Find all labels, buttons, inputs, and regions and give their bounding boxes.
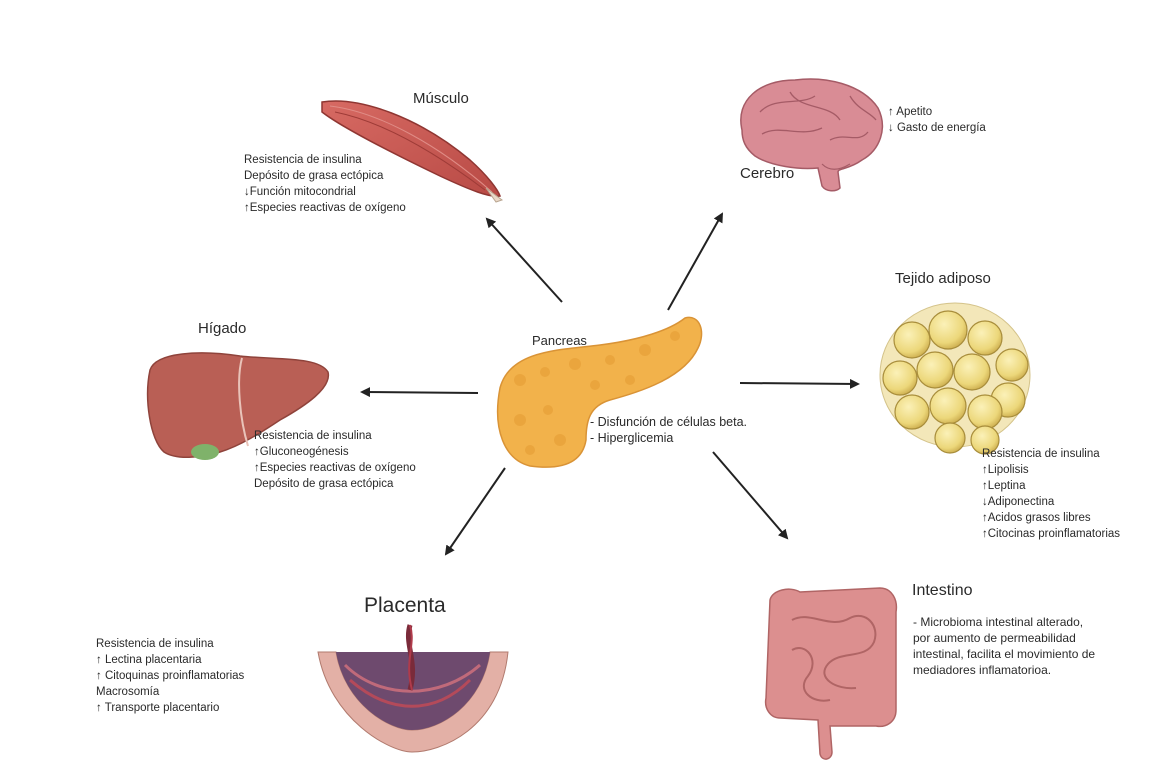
tejido-effect: ↑Acidos grasos libres	[982, 510, 1120, 526]
pancreas-title: Pancreas	[532, 333, 587, 348]
placenta-effects: Resistencia de insulina ↑ Lectina placen…	[96, 636, 244, 716]
cerebro-title: Cerebro	[740, 165, 794, 182]
cerebro-effects: ↑ Apetito ↓ Gasto de energía	[888, 104, 986, 136]
tejido-effect: ↑Leptina	[982, 478, 1120, 494]
placenta-effect: ↑ Transporte placentario	[96, 700, 244, 716]
higado-effect: ↑Especies reactivas de oxígeno	[254, 460, 416, 476]
intestine-illustration	[766, 588, 897, 759]
higado-effect: Resistencia de insulina	[254, 428, 416, 444]
adipose-illustration	[880, 303, 1030, 454]
placenta-title: Placenta	[364, 594, 446, 618]
arrow-to-musculo	[487, 219, 562, 302]
placenta-effect: Resistencia de insulina	[96, 636, 244, 652]
arrow-to-higado	[362, 392, 478, 393]
tejido-effect: ↑Citocinas proinflamatorias	[982, 526, 1120, 542]
higado-effect: ↑Gluconeogénesis	[254, 444, 416, 460]
arrow-to-intestino	[713, 452, 787, 538]
arrow-to-placenta	[446, 468, 505, 554]
pancreas-effect: - Hiperglicemia	[590, 430, 747, 446]
tejido-effects: Resistencia de insulina ↑Lipolisis ↑Lept…	[982, 446, 1120, 542]
higado-title: Hígado	[198, 320, 246, 337]
musculo-effects: Resistencia de insulina Depósito de gras…	[244, 152, 406, 216]
tejido-effect: ↓Adiponectina	[982, 494, 1120, 510]
cerebro-effect: ↓ Gasto de energía	[888, 120, 986, 136]
pancreas-effects: - Disfunción de células beta. - Hipergli…	[590, 414, 747, 446]
musculo-effect: Depósito de grasa ectópica	[244, 168, 406, 184]
tejido-title: Tejido adiposo	[895, 270, 991, 287]
pancreas-effect: - Disfunción de células beta.	[590, 414, 747, 430]
arrow-to-tejido	[740, 383, 858, 384]
intestino-title: Intestino	[912, 582, 972, 600]
higado-effects: Resistencia de insulina ↑Gluconeogénesis…	[254, 428, 416, 492]
placenta-effect: Macrosomía	[96, 684, 244, 700]
tejido-effect: ↑Lipolisis	[982, 462, 1120, 478]
musculo-effect: Resistencia de insulina	[244, 152, 406, 168]
intestino-description: - Microbioma intestinal alterado, por au…	[913, 614, 1103, 678]
musculo-effect: ↓Función mitocondrial	[244, 184, 406, 200]
tejido-effect: Resistencia de insulina	[982, 446, 1120, 462]
higado-effect: Depósito de grasa ectópica	[254, 476, 416, 492]
arrow-to-cerebro	[668, 214, 722, 310]
placenta-illustration	[318, 625, 508, 752]
musculo-title: Músculo	[413, 90, 469, 107]
musculo-effect: ↑Especies reactivas de oxígeno	[244, 200, 406, 216]
placenta-effect: ↑ Lectina placentaria	[96, 652, 244, 668]
placenta-effect: ↑ Citoquinas proinflamatorias	[96, 668, 244, 684]
cerebro-effect: ↑ Apetito	[888, 104, 986, 120]
